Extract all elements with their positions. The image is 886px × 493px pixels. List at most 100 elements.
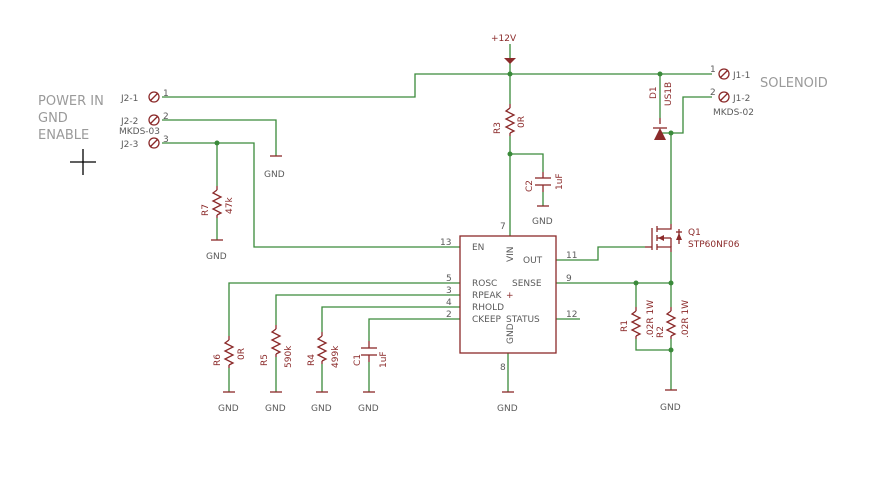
ground-icon: GND xyxy=(358,391,379,414)
ic-pin-out: OUT xyxy=(523,256,543,266)
j2-pin-num: 3 xyxy=(163,135,169,145)
diode-d1: D1 US1B xyxy=(649,82,674,140)
junction xyxy=(657,71,663,77)
c2-value: 1uF xyxy=(555,173,565,190)
gnd-label: GND xyxy=(206,252,227,262)
connector-j1: J1-1 J1-2 MKDS-02 1 2 xyxy=(710,65,754,118)
junction xyxy=(668,347,674,353)
r2-name: R2 xyxy=(656,326,666,338)
j2-pin-2-label: J2-2 xyxy=(120,117,138,127)
supply-12v: +12V xyxy=(491,34,517,64)
wire-gnd xyxy=(162,119,277,156)
ic-pin-rpeak: RPEAK xyxy=(472,291,503,301)
terminal-screw-icon xyxy=(148,137,160,149)
plus-icon: + xyxy=(506,291,514,301)
r1-value: .02R 1W xyxy=(646,300,656,338)
j1-pin-1-label: J1-1 xyxy=(732,71,750,81)
gnd-label: GND xyxy=(311,404,332,414)
ground-icon: GND xyxy=(660,389,681,413)
ic-pin-number: 3 xyxy=(446,286,452,296)
resistor-r6: R6 0R xyxy=(213,336,247,368)
junction xyxy=(214,140,220,146)
capacitor-c1: C1 1uF xyxy=(353,341,389,368)
diode-icon xyxy=(654,128,666,140)
terminal-screw-icon xyxy=(148,114,160,126)
driver-ic: EN VIN OUT ROSC SENSE RPEAK + RHOLD CKEE… xyxy=(440,222,577,373)
wire-rpeak xyxy=(275,294,460,325)
connector-j2: J2-1 J2-2 J2-3 MKDS-03 1 2 3 xyxy=(119,89,169,150)
terminal-screw-icon xyxy=(718,68,730,80)
r3-name: R3 xyxy=(493,122,503,134)
crosshair-icon xyxy=(70,149,96,175)
ic-pin-number: 2 xyxy=(446,310,452,320)
c2-name: C2 xyxy=(525,180,535,192)
ground-symbols: GND GND GND GND GND GND GND GND xyxy=(206,155,681,414)
junctions xyxy=(214,71,674,353)
c1-name: C1 xyxy=(353,354,363,366)
j2-pin-3-label: J2-3 xyxy=(120,140,138,150)
junction xyxy=(633,280,639,286)
r5-value: 590k xyxy=(284,345,294,368)
ground-icon: GND xyxy=(497,391,518,414)
wire-rosc xyxy=(228,282,460,336)
junction xyxy=(668,280,674,286)
j1-pin-num: 2 xyxy=(710,88,716,98)
ground-icon: GND xyxy=(311,391,332,414)
q1-name: Q1 xyxy=(688,228,701,238)
ic-pin-number: 11 xyxy=(566,251,577,261)
r4-value: 499k xyxy=(331,345,341,368)
resistor-r4: R4 499k xyxy=(307,332,341,368)
wires xyxy=(162,58,712,392)
j1-pin-2-label: J1-2 xyxy=(732,94,750,104)
ic-pin-number: 12 xyxy=(566,310,577,320)
mosfet-q1: Q1 STP60NF06 xyxy=(645,224,740,252)
q1-value: STP60NF06 xyxy=(688,240,740,250)
gnd-label: GND xyxy=(265,404,286,414)
mosfet-arrow-icon xyxy=(658,235,664,241)
ground-icon: GND xyxy=(264,155,285,180)
resistor-r5: R5 590k xyxy=(260,325,294,368)
ic-pin-number: 5 xyxy=(446,274,452,284)
supply-arrow-icon xyxy=(504,58,516,64)
gnd-label: GND xyxy=(660,403,681,413)
wire-power-in xyxy=(162,73,712,98)
j2-pin-num: 1 xyxy=(163,89,169,99)
d1-value: US1B xyxy=(664,82,674,106)
r6-value: 0R xyxy=(237,348,247,360)
gnd-label: GND xyxy=(218,404,239,414)
d1-name: D1 xyxy=(649,86,659,99)
r4-name: R4 xyxy=(307,354,317,366)
label-gnd: GND xyxy=(38,111,68,126)
ic-pin-number: 7 xyxy=(500,222,506,232)
resistor-r2: R2 .02R 1W xyxy=(656,300,691,339)
ic-pin-sense: SENSE xyxy=(512,279,542,289)
ic-pin-number: 8 xyxy=(500,363,506,373)
r1-name: R1 xyxy=(620,320,630,332)
ic-pin-status: STATUS xyxy=(506,315,540,325)
ground-icon: GND xyxy=(532,205,553,227)
gnd-label: GND xyxy=(264,170,285,180)
resistor-r1: R1 .02R 1W xyxy=(620,300,656,339)
r5-name: R5 xyxy=(260,354,270,366)
j2-pin-1-label: J2-1 xyxy=(120,94,138,104)
junction xyxy=(668,130,674,136)
wire-c2 xyxy=(510,153,544,172)
gnd-label: GND xyxy=(532,217,553,227)
label-solenoid: SOLENOID xyxy=(760,76,828,91)
resistor-r3: R3 0R xyxy=(493,104,527,136)
ic-pin-rhold: RHOLD xyxy=(472,303,504,313)
wire-out-gate xyxy=(556,246,645,261)
r7-name: R7 xyxy=(201,204,211,216)
resistor-r7: R7 47k xyxy=(201,186,235,218)
ground-icon: GND xyxy=(265,391,286,414)
j2-pin-num: 2 xyxy=(163,112,169,122)
c1-value: 1uF xyxy=(379,351,389,368)
terminal-screw-icon xyxy=(148,91,160,103)
ic-pin-gnd: GND xyxy=(506,323,516,344)
r7-value: 47k xyxy=(225,197,235,214)
ic-pin-number: 4 xyxy=(446,298,452,308)
j1-part-label: MKDS-02 xyxy=(713,108,754,118)
r3-value: 0R xyxy=(517,116,527,128)
ic-pin-rosc: ROSC xyxy=(472,279,497,289)
